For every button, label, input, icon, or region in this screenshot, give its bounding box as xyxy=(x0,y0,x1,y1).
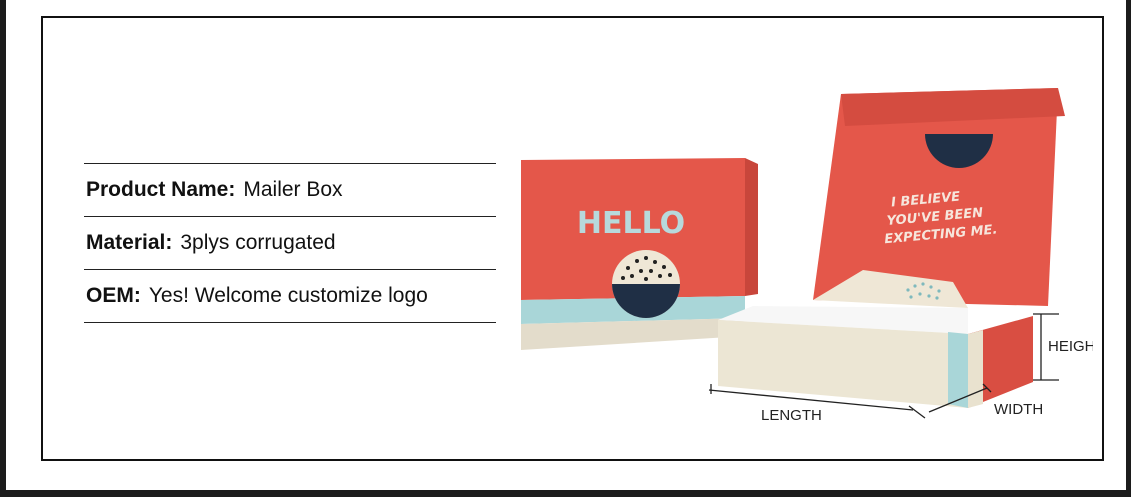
divider xyxy=(84,163,496,164)
length-label: LENGTH xyxy=(761,407,822,424)
box-lid-inside xyxy=(813,88,1058,306)
box-drawing: HELLO I B xyxy=(521,88,1093,424)
product-info-panel: Product Name: Mailer Box Material: 3plys… xyxy=(41,16,1104,461)
lid-half-circle xyxy=(925,134,993,168)
spec-material: Material: 3plys corrugated xyxy=(84,217,496,269)
height-label: HEIGHT xyxy=(1048,338,1093,355)
spec-value: Mailer Box xyxy=(243,178,343,201)
width-label: WIDTH xyxy=(994,401,1043,418)
spec-label: Material: xyxy=(86,231,173,254)
divider xyxy=(84,322,496,323)
open-mailer-box: I BELIEVE YOU'VE BEEN EXPECTING ME. xyxy=(718,88,1065,408)
hello-text: HELLO xyxy=(577,206,685,241)
lid-text-line: I BELIEVE xyxy=(891,190,961,211)
closed-mailer-box: HELLO xyxy=(521,158,758,350)
spec-oem: OEM: Yes! Welcome customize logo xyxy=(84,270,496,322)
spec-product-name: Product Name: Mailer Box xyxy=(84,164,496,216)
spec-list: Product Name: Mailer Box Material: 3plys… xyxy=(84,163,496,323)
dimension-lines xyxy=(708,313,1059,419)
box-cream-band xyxy=(521,318,745,350)
spec-value: 3plys corrugated xyxy=(180,231,336,254)
divider xyxy=(84,216,496,217)
spec-label: Product Name: xyxy=(86,178,236,201)
mailer-box-illustration: HELLO I B xyxy=(513,68,1093,448)
divider xyxy=(84,269,496,270)
image-frame: Product Name: Mailer Box Material: 3plys… xyxy=(6,0,1126,490)
box-front-face xyxy=(521,158,745,300)
spec-label: OEM: xyxy=(86,284,141,307)
box-front-panel xyxy=(718,320,968,408)
spec-value: Yes! Welcome customize logo xyxy=(148,284,428,307)
